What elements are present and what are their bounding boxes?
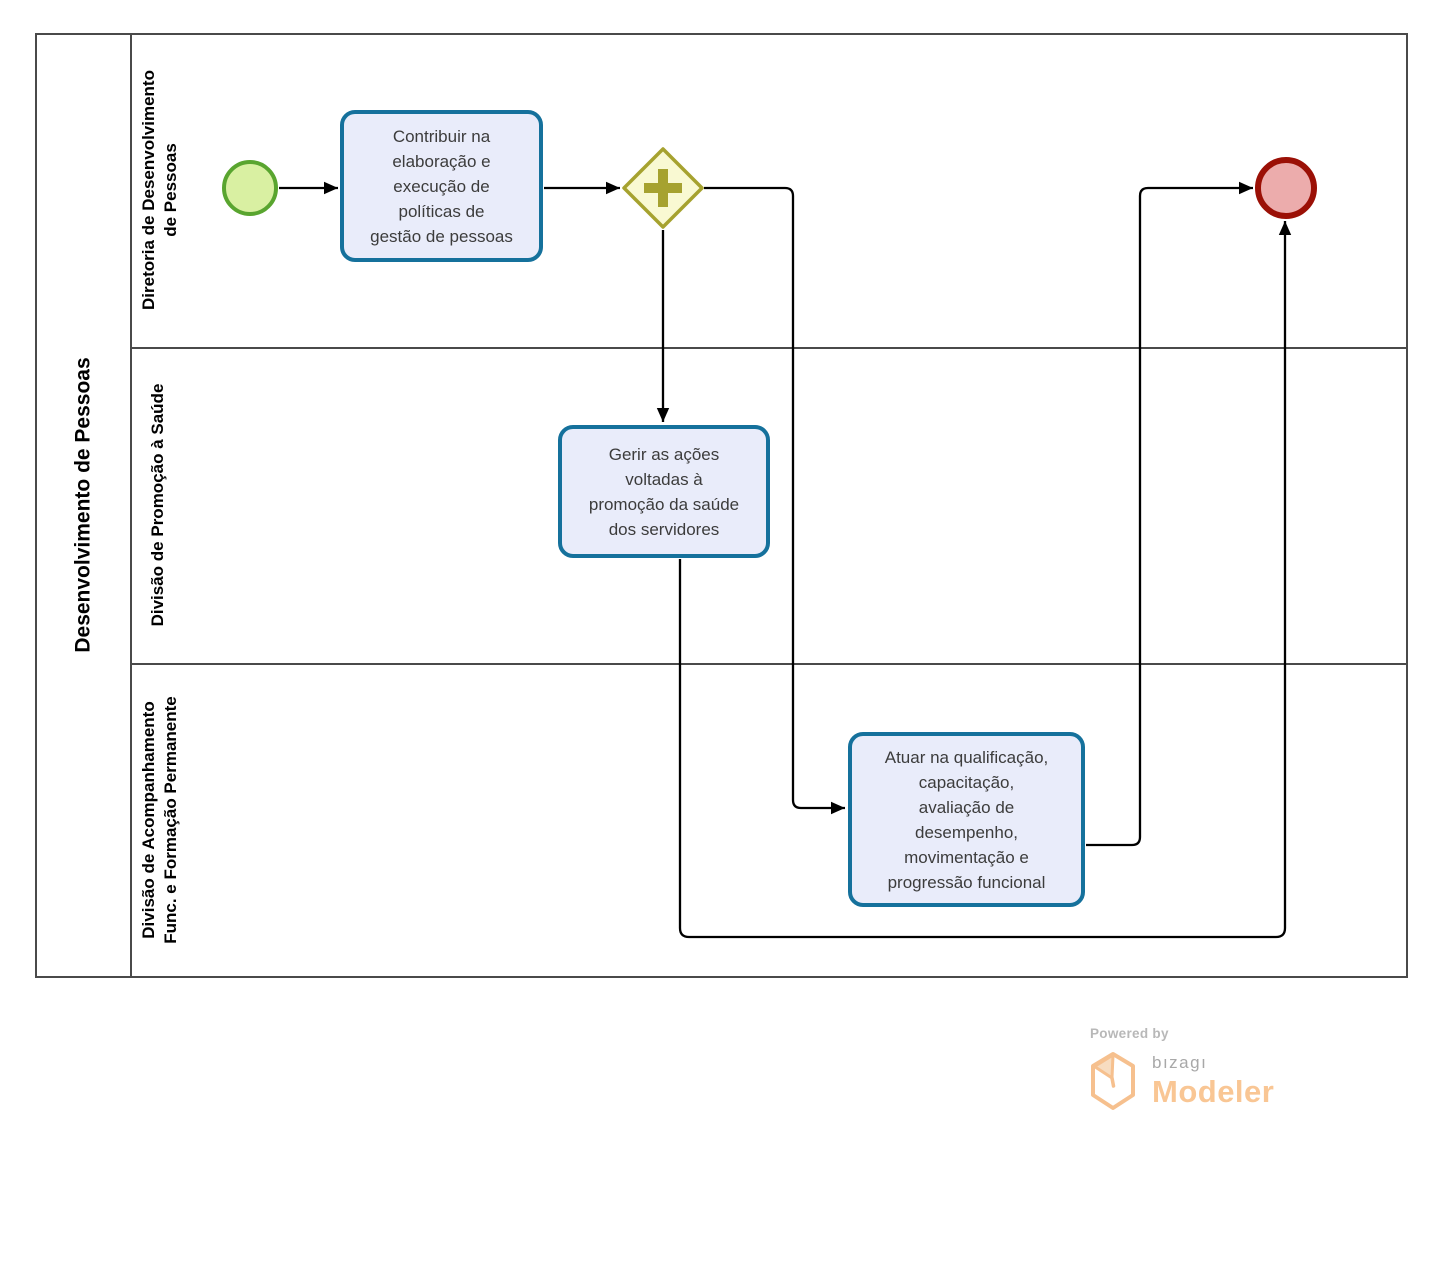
bizagi-wordmark: bızagı [1152,1053,1208,1072]
task-label: Atuar na qualificação, capacitação, aval… [884,747,1049,892]
pool-title-strip [37,35,132,976]
parallel-gateway [621,146,705,230]
bizagi-hexagon-icon [1091,1052,1135,1110]
pool-title-text: Desenvolvimento de Pessoas [71,357,95,653]
lane-label-text: Divisão de Acompanhamento Func. e Formaç… [139,696,180,944]
end-event [1255,157,1317,219]
parallel-gateway-icon [622,147,704,229]
task-contribuir: Contribuir na elaboração e execução de p… [340,110,543,262]
brand-row: bızagı Modeler [1090,1051,1274,1111]
start-event [222,160,278,216]
lane-divider-1 [130,347,1406,349]
brand-text: bızagı Modeler [1152,1051,1274,1110]
task-label: Contribuir na elaboração e execução de p… [370,126,513,246]
modeler-wordmark: Modeler [1152,1074,1275,1109]
lane-label-text: Divisão de Promoção à Saúde [148,383,167,627]
bizagi-branding: Powered by bızagı Modeler [1090,1026,1274,1111]
powered-by-text: Powered by [1090,1026,1169,1041]
lane-divider-2 [130,663,1406,665]
task-gerir: Gerir as ações voltadas à promoção da sa… [558,425,770,558]
task-label: Gerir as ações voltadas à promoção da sa… [588,444,740,539]
lane-label-text: Diretoria de Desenvolvimento de Pessoas [139,70,180,310]
task-atuar: Atuar na qualificação, capacitação, aval… [848,732,1085,907]
